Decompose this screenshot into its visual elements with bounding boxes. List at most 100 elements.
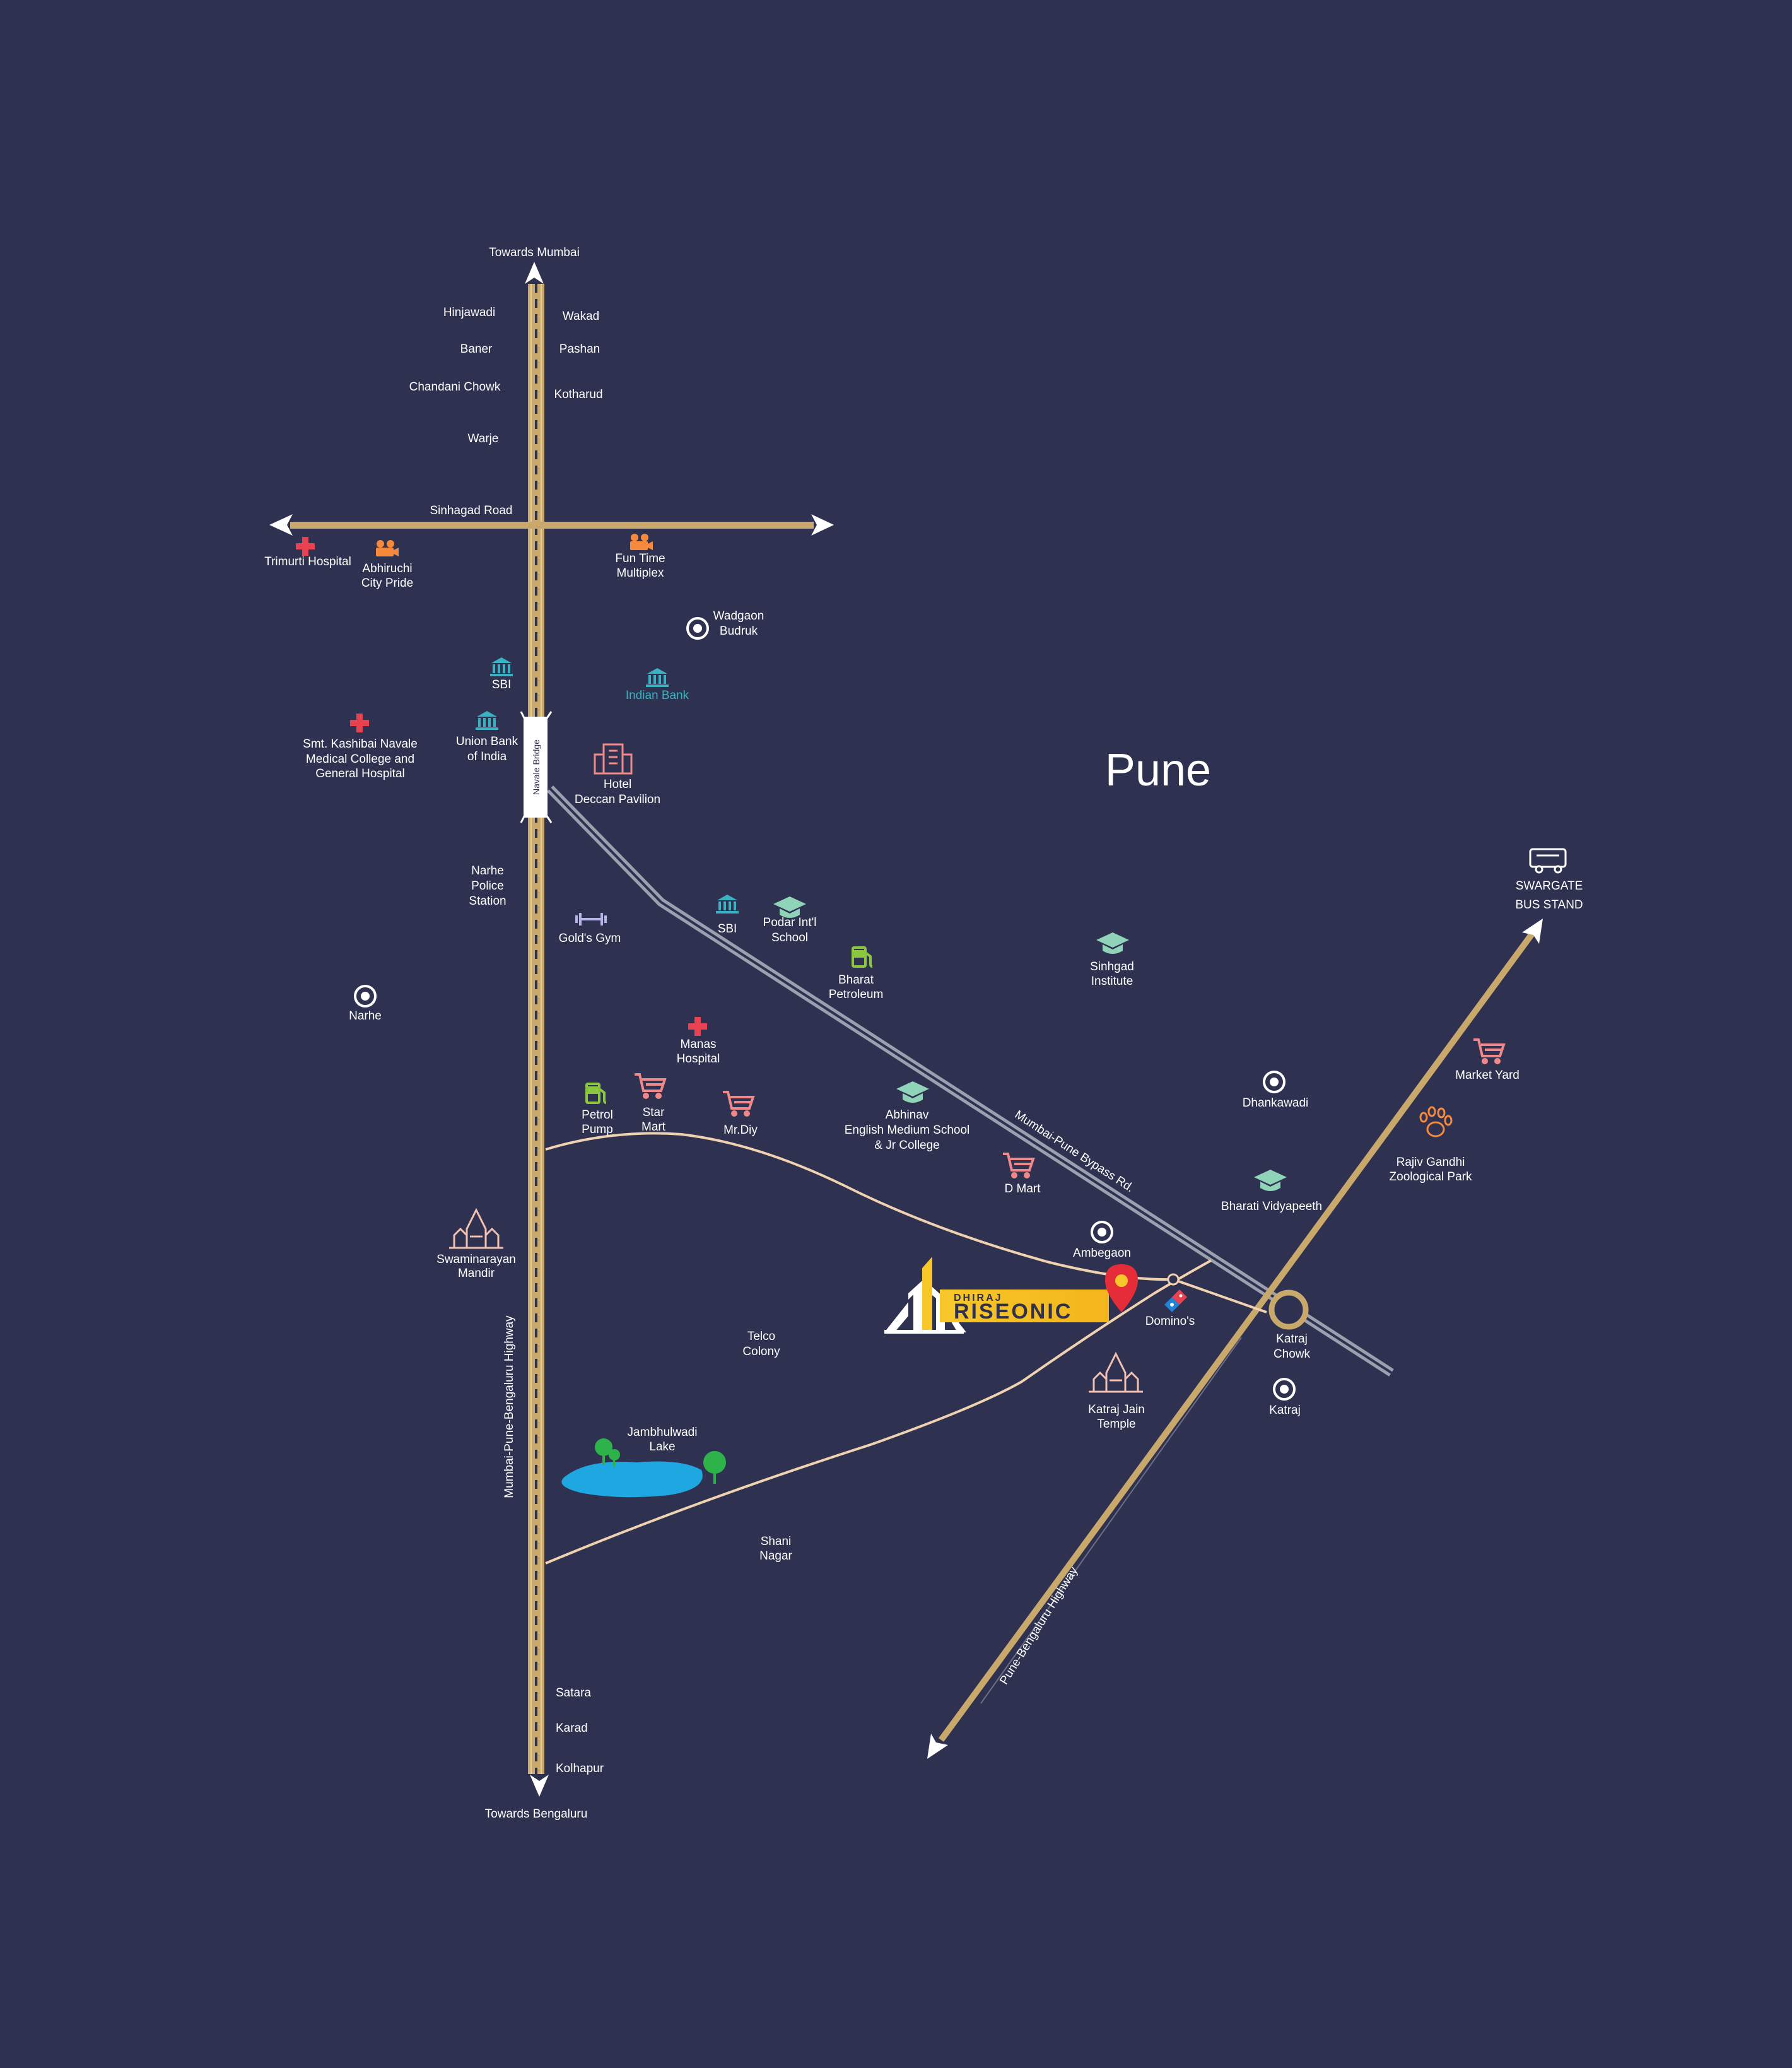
fun-time-line2: Multiplex [617, 567, 664, 580]
hospital-cross-icon [688, 1017, 707, 1036]
arrow-up-right-icon [1522, 919, 1543, 944]
location-pin-icon [1105, 1264, 1138, 1312]
locality-target-icon [1263, 1071, 1285, 1093]
landmark-union-bank: Union Bank of India [456, 711, 518, 763]
union-bank-line1: Union Bank [456, 735, 518, 748]
abhinav-line1: Abhinav [886, 1108, 929, 1122]
kashibai-line1: Smt. Kashibai Navale [303, 737, 418, 751]
landmark-market-yard: Market Yard [1455, 1038, 1520, 1082]
jambhulwadi-line1: Jambhulwadi [628, 1426, 698, 1439]
temple-icon [449, 1207, 503, 1249]
shani-nagar: Shani Nagar [759, 1535, 792, 1563]
pune-bengaluru-highway-label: Pune-Bengaluru Highway [997, 1565, 1080, 1687]
arrow-right-icon [811, 514, 834, 536]
sbi-1-label: SBI [492, 678, 512, 691]
landmark-abhinav-school: Abhinav English Medium School & Jr Colle… [845, 1081, 970, 1152]
fuel-pump-icon [585, 1083, 607, 1104]
sinhgad-line2: Institute [1091, 975, 1133, 988]
narhe-police-line2: Police [471, 879, 504, 893]
landmark-fun-time: Fun Time Multiplex [615, 534, 665, 580]
petrol-pump-line1: Petrol [582, 1108, 613, 1122]
shani-line1: Shani [761, 1535, 792, 1548]
swaminarayan-line1: Swaminarayan [436, 1253, 516, 1266]
hospital-cross-icon [350, 714, 369, 732]
katraj-chowk-line2: Chowk [1274, 1348, 1311, 1361]
telco-line1: Telco [747, 1330, 775, 1343]
fuel-pump-icon [852, 946, 873, 968]
arrow-up-icon [525, 262, 544, 284]
area-satara: Satara [556, 1686, 591, 1700]
arrow-down-icon [530, 1775, 549, 1797]
tree-icon [595, 1438, 620, 1467]
graduation-cap-icon [773, 896, 806, 918]
sinhagad-road [269, 514, 834, 536]
city-label: Pune [1105, 745, 1211, 796]
landmark-rajiv-gandhi-zoo: Rajiv Gandhi Zoological Park [1390, 1106, 1472, 1184]
hotel-building-icon [594, 743, 633, 775]
mumbai-pune-bengaluru-highway [528, 284, 544, 1774]
jambhulwadi-line2: Lake [649, 1440, 675, 1454]
project-marker-dhiraj-riseonic[interactable]: DHIRAJ RISEONIC [884, 1257, 1138, 1334]
landmark-golds-gym: Gold's Gym [559, 913, 621, 945]
hotel-deccan-line2: Deccan Pavilion [575, 793, 660, 806]
d-mart-label: D Mart [1005, 1182, 1041, 1196]
narhe-police-line3: Station [469, 895, 506, 908]
area-chandani-chowk: Chandani Chowk [409, 380, 501, 394]
rajiv-gandhi-line1: Rajiv Gandhi [1397, 1156, 1465, 1169]
petrol-pump-line2: Pump [582, 1123, 613, 1136]
graduation-cap-icon [1254, 1170, 1287, 1191]
landmark-manas-hospital: Manas Hospital [677, 1017, 720, 1066]
swargate-line1: SWARGATE [1516, 879, 1583, 893]
katraj-jain-line1: Katraj Jain [1088, 1403, 1145, 1416]
lake-icon [561, 1461, 703, 1498]
katraj-jain-line2: Temple [1097, 1418, 1135, 1431]
landmark-sbi-1: SBI [490, 657, 513, 691]
tree-icon [703, 1451, 726, 1484]
bank-icon [490, 657, 513, 676]
shopping-cart-icon [723, 1091, 755, 1117]
narhe-police-line1: Narhe [471, 864, 504, 878]
project-brand: DHIRAJ [954, 1293, 1003, 1303]
locality-target-icon [1273, 1378, 1296, 1401]
hotel-deccan-line1: Hotel [604, 778, 631, 791]
junction-marker [1167, 1273, 1180, 1286]
landmark-petrol-pump: Petrol Pump [582, 1083, 613, 1136]
abhinav-line2: English Medium School [845, 1124, 970, 1137]
area-karad: Karad [556, 1722, 588, 1735]
union-bank-line2: of India [467, 750, 507, 763]
landmark-bharat-petroleum: Bharat Petroleum [829, 946, 884, 1001]
narhe-police-station: Narhe Police Station [469, 864, 506, 908]
katraj-chowk-line1: Katraj [1276, 1332, 1308, 1346]
landmark-d-mart: D Mart [1003, 1153, 1041, 1196]
podar-line1: Podar Int'l [763, 916, 817, 929]
landmark-katraj-jain-temple: Katraj Jain Temple [1088, 1351, 1145, 1431]
towards-bengaluru-label: Towards Bengaluru [485, 1807, 588, 1821]
landmark-dominos: Domino's [1145, 1290, 1195, 1328]
locality-narhe: Narhe [349, 985, 382, 1023]
shopping-cart-icon [635, 1073, 667, 1099]
landmark-swaminarayan-mandir: Swaminarayan Mandir [436, 1207, 516, 1280]
dumbbell-icon [575, 913, 607, 925]
kashibai-line3: General Hospital [315, 767, 405, 780]
landmark-mr-diy: Mr.Diy [723, 1091, 758, 1137]
star-mart-line2: Mart [641, 1120, 666, 1134]
landmark-abhiruchi: Abhiruchi City Pride [361, 540, 413, 590]
kashibai-line2: Medical College and [306, 753, 414, 766]
dhankawadi-label: Dhankawadi [1243, 1096, 1309, 1110]
dominos-logo-icon [1164, 1290, 1187, 1312]
locality-target-icon [354, 985, 377, 1008]
manas-line1: Manas [680, 1038, 716, 1051]
narhe-label: Narhe [349, 1009, 382, 1023]
bharat-petroleum-line2: Petroleum [829, 988, 884, 1001]
rajiv-gandhi-line2: Zoological Park [1390, 1170, 1472, 1184]
bank-icon [476, 711, 498, 730]
area-kolhapur: Kolhapur [556, 1762, 604, 1775]
navale-bridge: Navale Bridge [520, 711, 553, 823]
area-baner: Baner [460, 343, 493, 356]
locality-katraj: Katraj [1269, 1378, 1301, 1417]
sinhagad-road-label: Sinhagad Road [430, 504, 513, 517]
sinhgad-line1: Sinhgad [1090, 960, 1134, 973]
golds-gym-label: Gold's Gym [559, 932, 621, 945]
telco-colony: Telco Colony [742, 1330, 780, 1358]
